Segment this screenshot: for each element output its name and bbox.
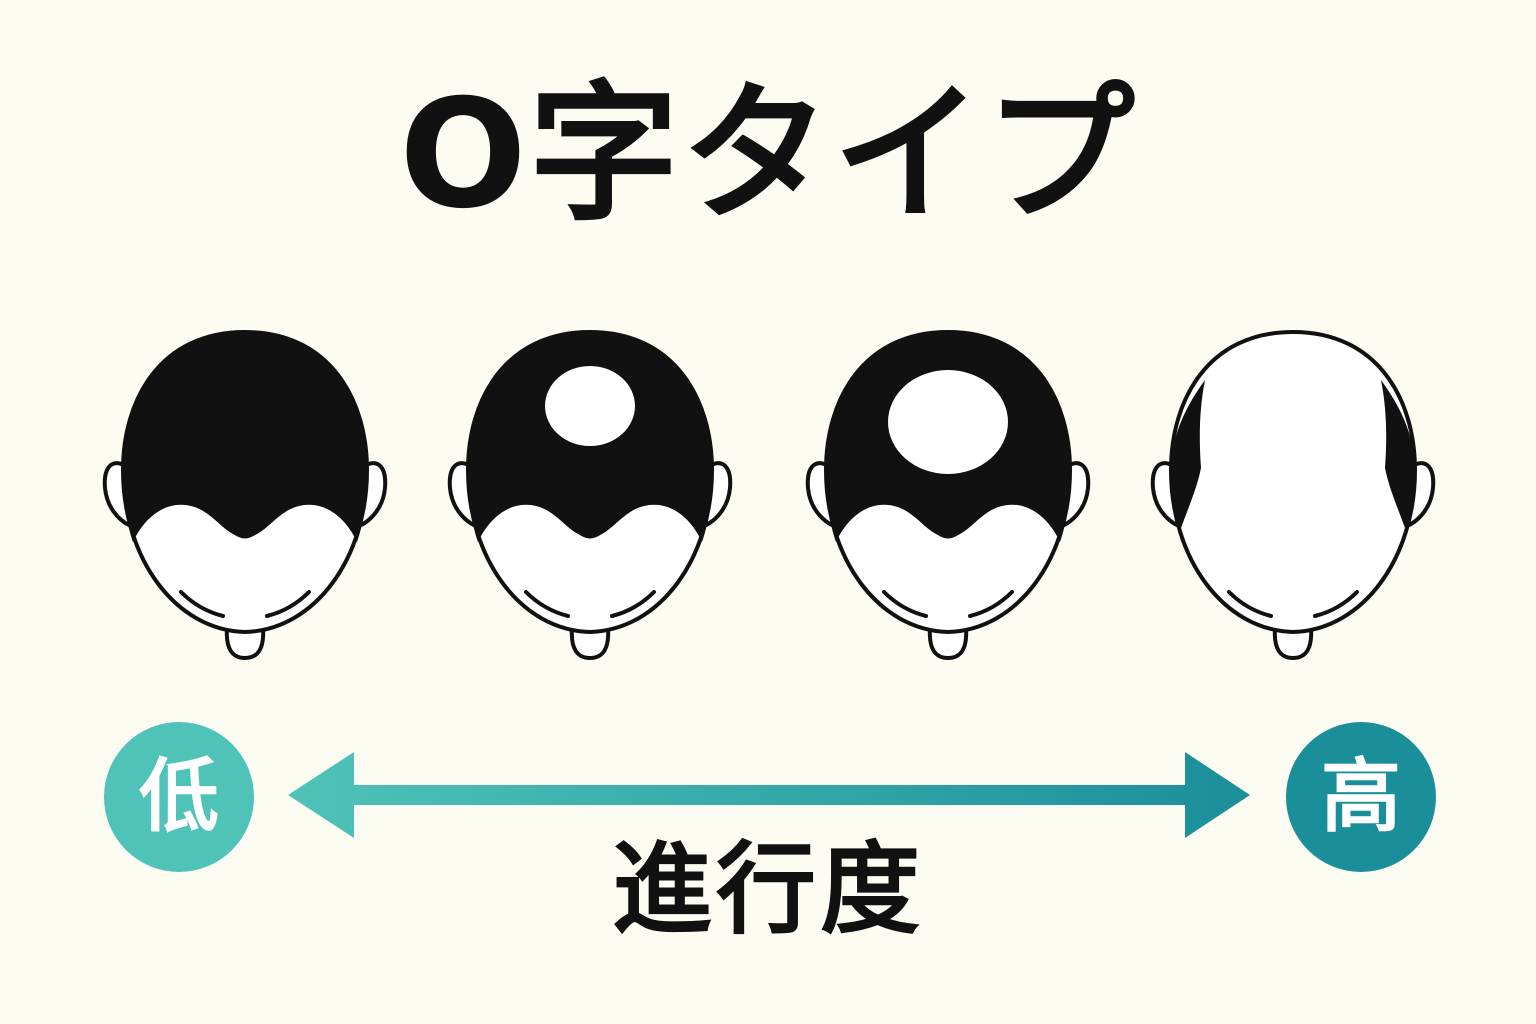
head-stage-1	[102, 329, 388, 661]
head-stage-3	[805, 329, 1091, 661]
progression-arrow	[288, 752, 1250, 838]
high-badge: 高	[1286, 722, 1436, 872]
progression-illustrations	[0, 320, 1536, 680]
page-title: O字タイプ	[399, 68, 1137, 242]
head-stage-4	[1150, 329, 1436, 661]
head-stage-2	[447, 329, 733, 661]
low-badge: 低	[104, 722, 254, 872]
progression-label: 進行度	[612, 831, 924, 948]
